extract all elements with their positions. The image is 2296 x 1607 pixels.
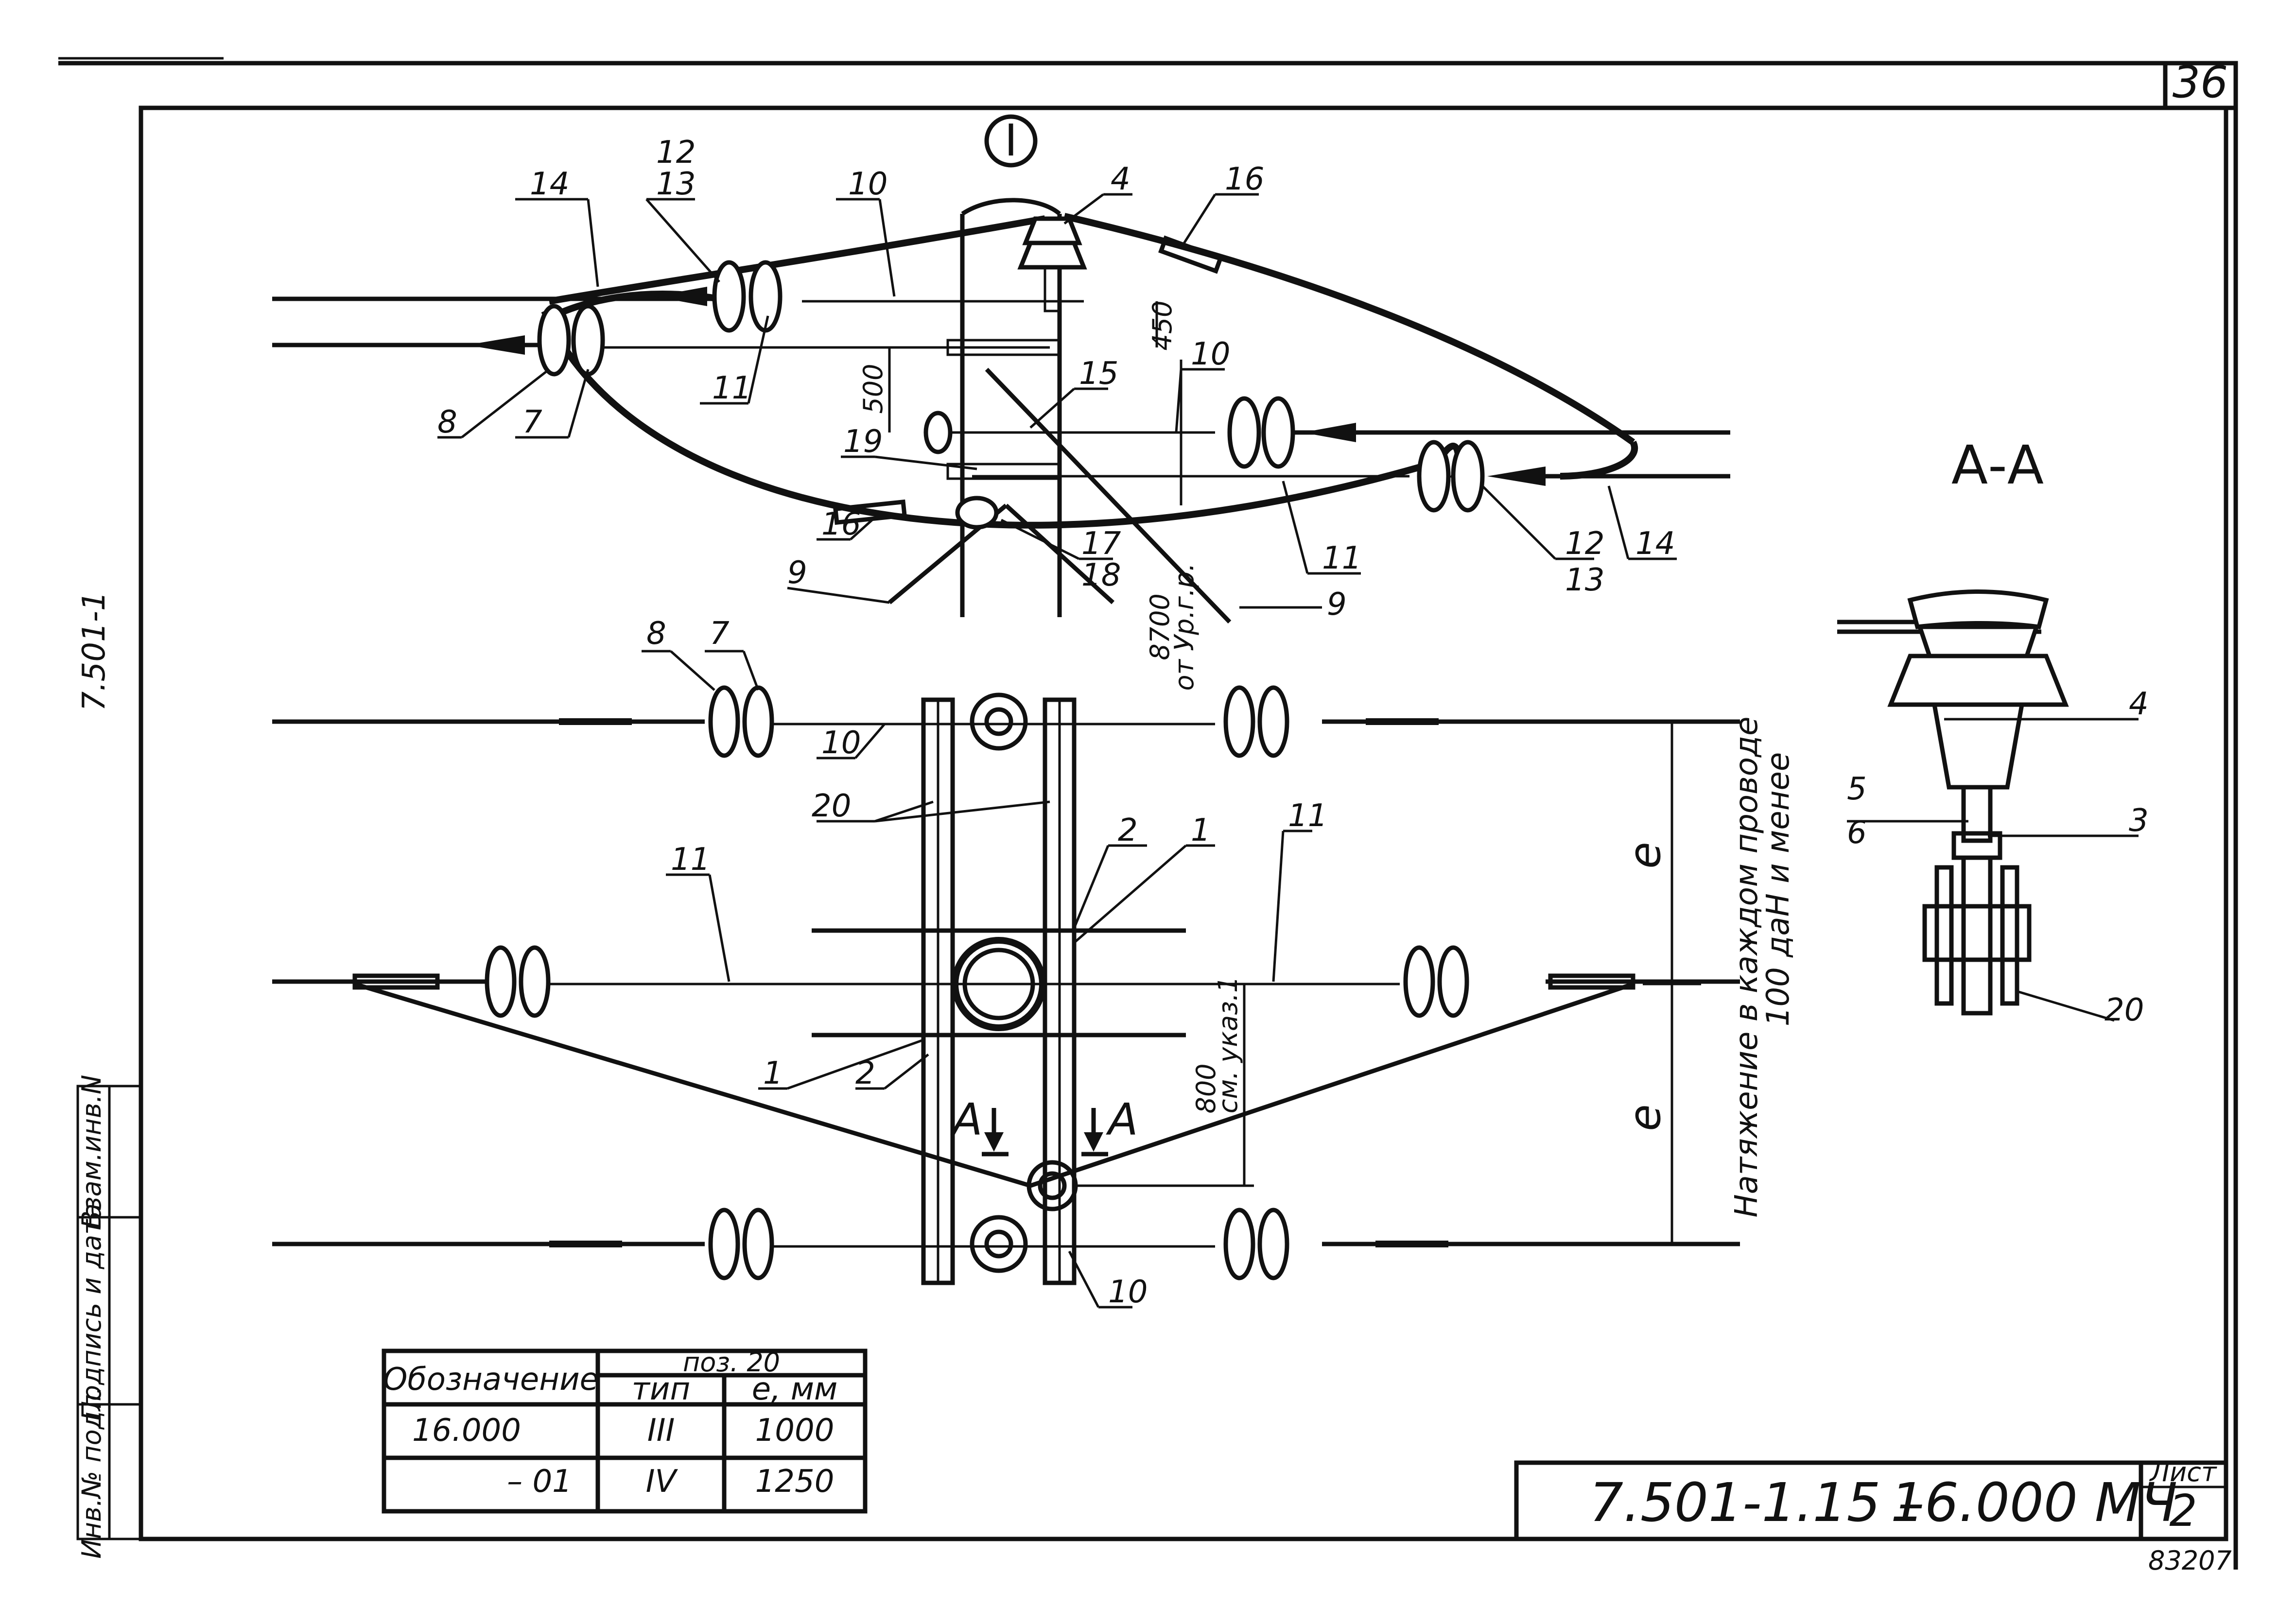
sheet-number: 36 bbox=[2173, 57, 2228, 108]
section-aa bbox=[1837, 589, 2139, 1022]
plan-label-7: 7 bbox=[710, 616, 730, 652]
section-mark-left: А bbox=[950, 1094, 983, 1145]
label-19: 19 bbox=[843, 424, 883, 460]
plan-label-20: 20 bbox=[812, 788, 851, 824]
tension-note-1: Натяжение в каждом проводе bbox=[1729, 716, 1765, 1217]
section-label-20: 20 bbox=[2105, 992, 2144, 1028]
label-7a: 7 bbox=[522, 404, 542, 440]
doc-code: 7.501-1.15 – bbox=[1589, 1471, 1925, 1534]
label-9b: 9 bbox=[1327, 587, 1347, 622]
label-16b: 16 bbox=[821, 506, 861, 542]
label-10b: 10 bbox=[1191, 336, 1230, 372]
plan-view-insulators bbox=[485, 685, 1469, 1280]
plan-label-11a: 11 bbox=[671, 842, 710, 878]
section-arrows bbox=[982, 1108, 1108, 1157]
section-aa-title: А-А bbox=[1951, 434, 2044, 496]
label-13a: 13 bbox=[656, 166, 696, 202]
table-head-type: тип bbox=[632, 1371, 691, 1407]
dim-e-top: e bbox=[1619, 842, 1670, 868]
designation-table bbox=[382, 1348, 868, 1514]
label-16a: 16 bbox=[1225, 161, 1264, 197]
table-row-2-designation: – 01 bbox=[507, 1464, 572, 1500]
node-mark: I bbox=[1005, 115, 1018, 166]
stamp-replace-label: Взам.инв.N bbox=[76, 1075, 107, 1229]
table-row-2-type: IV bbox=[646, 1464, 678, 1500]
plan-view-leaders bbox=[642, 650, 1312, 1309]
label-9a: 9 bbox=[787, 555, 807, 591]
plan-view bbox=[272, 692, 1740, 1285]
plan-label-1a: 1 bbox=[1191, 812, 1211, 848]
table-row-1-e: 1000 bbox=[755, 1413, 835, 1449]
sheet-no: 2 bbox=[2169, 1486, 2197, 1537]
dim-450: 450 bbox=[1147, 300, 1178, 350]
title-block bbox=[1514, 1460, 2228, 1541]
table-row-1-designation: 16.000 bbox=[412, 1413, 521, 1449]
plan-label-2b: 2 bbox=[855, 1055, 875, 1091]
dim-500: 500 bbox=[858, 363, 888, 414]
top-view-insulators bbox=[467, 216, 1546, 530]
label-15: 15 bbox=[1079, 356, 1118, 392]
label-12a: 12 bbox=[656, 135, 696, 171]
label-10a: 10 bbox=[848, 166, 887, 202]
node-marker-circle bbox=[984, 114, 1038, 168]
label-13b: 13 bbox=[1565, 562, 1604, 598]
corner-note: 83207 bbox=[2148, 1545, 2232, 1576]
label-8a: 8 bbox=[437, 404, 457, 440]
table-head-designation: Обозначение bbox=[383, 1362, 599, 1398]
side-code: 7.501-1 bbox=[76, 591, 112, 711]
dim-800-note: см. указ.1 bbox=[1213, 976, 1243, 1114]
top-view bbox=[272, 198, 1730, 624]
dim-e-bottom: e bbox=[1619, 1104, 1670, 1131]
stamp-sign-label: Подпись и дата bbox=[76, 1203, 107, 1420]
dim-8700: 8700 bbox=[1145, 593, 1175, 660]
label-18: 18 bbox=[1081, 557, 1121, 593]
plan-label-8: 8 bbox=[646, 616, 666, 652]
section-label-5: 5 bbox=[1847, 771, 1867, 807]
plan-label-10b: 10 bbox=[1108, 1274, 1148, 1310]
label-12b: 12 bbox=[1565, 526, 1604, 562]
section-mark-right: А bbox=[1106, 1094, 1138, 1145]
side-stamp bbox=[76, 1085, 142, 1540]
table-row-2-e: 1250 bbox=[755, 1464, 835, 1500]
plan-label-2a: 2 bbox=[1118, 812, 1138, 848]
label-14b: 14 bbox=[1635, 526, 1675, 562]
table-row-1-type: III bbox=[647, 1413, 675, 1449]
tension-note-2: 100 даН и менее bbox=[1760, 752, 1796, 1027]
sheet-label: Лист bbox=[2149, 1457, 2217, 1487]
table-head-e: е, мм bbox=[752, 1371, 838, 1407]
sheet-frame bbox=[58, 57, 2238, 1570]
plan-label-1b: 1 bbox=[763, 1055, 783, 1091]
label-11a: 11 bbox=[712, 370, 751, 406]
plan-label-10a: 10 bbox=[821, 725, 861, 761]
top-view-leaders bbox=[437, 193, 1677, 609]
plan-label-11b: 11 bbox=[1288, 798, 1327, 834]
section-label-4: 4 bbox=[2129, 686, 2149, 722]
doc-variant: 16.000 МЧ bbox=[1891, 1471, 2177, 1534]
table-head-group: поз. 20 bbox=[683, 1347, 780, 1378]
stamp-inv-label: Инв.№ подл. bbox=[76, 1386, 107, 1558]
dim-8700-note: от Ур.г.р. bbox=[1169, 563, 1200, 691]
label-11b: 11 bbox=[1322, 540, 1361, 576]
label-4-top: 4 bbox=[1111, 161, 1131, 197]
label-17: 17 bbox=[1081, 526, 1121, 562]
section-label-3: 3 bbox=[2129, 803, 2149, 839]
section-label-6: 6 bbox=[1847, 815, 1867, 851]
label-14a: 14 bbox=[530, 166, 569, 202]
dim-800: 800 bbox=[1191, 1063, 1221, 1113]
